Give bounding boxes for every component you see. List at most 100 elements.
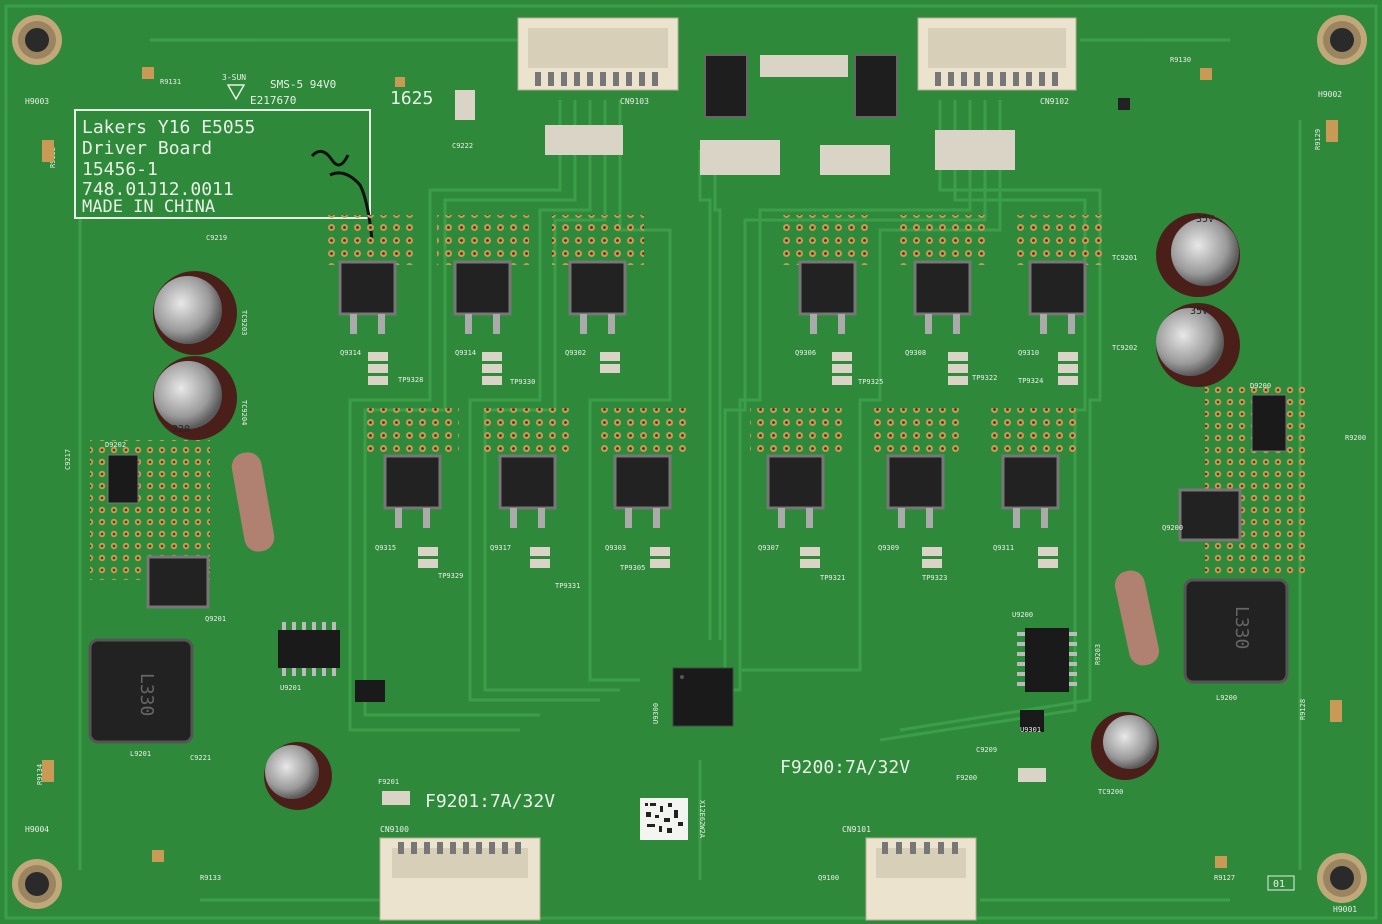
mosfet-cell: Q9306 — [782, 215, 874, 357]
mosfet-label: Q9317 — [490, 544, 511, 552]
mosfet-label: Q9310 — [1018, 349, 1039, 357]
via-grids — [90, 385, 1305, 580]
ics: D9202 D9200 Q9201 Q9200 U9201 U9200 U930… — [105, 382, 1287, 732]
barcode-text: X12E62W2A — [698, 800, 706, 839]
mosfet-label: Q9307 — [758, 544, 779, 552]
silk-label: R9127 — [1214, 874, 1235, 882]
mosfet-cell: Q9302 — [552, 215, 644, 357]
copper-pads — [42, 67, 1342, 868]
inductor-l9201: L330 L9201 — [88, 638, 194, 758]
mosfet-label: Q9303 — [605, 544, 626, 552]
mounting-holes: H9003 H9002 H9004 H9001 — [12, 15, 1367, 914]
cap-label: C9221 — [190, 754, 211, 762]
board-outline — [4, 4, 1378, 920]
connector-cn9101: CN9101 — [842, 825, 977, 921]
fuse-rating: F9201:7A/32V — [425, 791, 555, 812]
capacitor-tc9202: 35V TC9202 — [1112, 303, 1240, 387]
mosfet-cell: Q9308 — [897, 215, 989, 357]
silk-label-box: 01 — [1273, 879, 1285, 890]
silk-label: R9131 — [160, 78, 181, 86]
inductor-l9200: L330 L9200 — [1183, 578, 1289, 702]
mosfet-cell: Q9309 — [870, 408, 962, 552]
tp-label: TP9305 — [620, 564, 645, 572]
inductor-label: L9200 — [1216, 694, 1237, 702]
board-label-box: Lakers Y16 E5055 Driver Board 15456-1 74… — [74, 109, 371, 219]
mosfet-cell: Q9311 — [985, 408, 1077, 552]
label-line-number: 15456-1 — [82, 159, 158, 180]
ic-label: Q9200 — [1162, 524, 1183, 532]
tp-label: TP9324 — [1018, 377, 1043, 385]
tp-label: TP9323 — [922, 574, 947, 582]
maker-mark: 3-SUN — [222, 73, 246, 82]
silk-label: R9133 — [200, 874, 221, 882]
ic-label: U9201 — [280, 684, 301, 692]
cap-label: TC9202 — [1112, 344, 1137, 352]
hole-label: H9001 — [1333, 905, 1357, 914]
mosfet-cell: Q9315 — [367, 408, 459, 552]
silk-label: C9222 — [452, 142, 473, 150]
hole-label: H9004 — [25, 825, 49, 834]
connector-cn9103: CN9103 — [517, 17, 679, 106]
mosfet-array-bottom: Q9315 Q9317 Q9303 Q9307 Q9309 — [367, 408, 1077, 552]
inductor-label: L9201 — [130, 750, 151, 758]
smd-resistor-pads — [368, 352, 1078, 568]
mosfet-cell: Q9310 — [1012, 215, 1104, 357]
cap-marking: 220 — [172, 424, 190, 435]
ic-label: Q9201 — [205, 615, 226, 623]
ic-label: U9200 — [1012, 611, 1033, 619]
connector-cn9100: CN9100 — [379, 825, 541, 921]
mosfet-cell: Q9317 — [482, 408, 574, 552]
tp-label: TP9328 — [398, 376, 423, 384]
cap-label: TC9201 — [1112, 254, 1137, 262]
mounting-hole-top-right: H9002 — [1317, 15, 1367, 99]
silk-label: R9200 — [1345, 434, 1366, 442]
silk-label: C9209 — [976, 746, 997, 754]
mounting-hole-bottom-right: H9001 — [1317, 853, 1367, 914]
mosfet-cell: Q9307 — [750, 408, 842, 552]
connector-label: CN9103 — [620, 97, 649, 106]
power-resistors — [231, 452, 1160, 666]
barcode-sticker: X12E62W2A — [640, 798, 706, 840]
label-line-part: 748.01J12.0011 — [82, 179, 234, 200]
cap-marking: 35V — [1190, 306, 1208, 317]
connector-cn9102: CN9102 — [917, 17, 1077, 106]
mosfet-label: Q9311 — [993, 544, 1014, 552]
label-line-origin: MADE IN CHINA — [82, 197, 215, 217]
mosfet-label: Q9306 — [795, 349, 816, 357]
inductor-marking: L330 — [136, 673, 157, 716]
tp-label: TP9321 — [820, 574, 845, 582]
cap-label: TC9203 — [240, 310, 248, 335]
tp-label: TP9329 — [438, 572, 463, 580]
connector-label: CN9101 — [842, 825, 871, 834]
label-line-model: Lakers Y16 E5055 — [82, 117, 255, 138]
mosfet-label: Q9302 — [565, 349, 586, 357]
mosfet-cell: Q9314 — [437, 215, 529, 357]
silk-label: U9301 — [1020, 726, 1041, 734]
capacitor-tc9201: 35V TC9201 — [1112, 213, 1240, 297]
ul-mark: SMS-5 94V0 — [270, 78, 336, 91]
mounting-hole-bottom-left: H9004 — [12, 825, 62, 909]
capacitor-bottom-left: C9221 — [190, 742, 332, 810]
silk-label: R9130 — [1170, 56, 1191, 64]
certification-marks: 3-SUN SMS-5 94V0 E217670 1625 — [222, 73, 433, 109]
top-small-transistors — [455, 54, 1130, 175]
cap-label: TC9200 — [1098, 788, 1123, 796]
mosfet-label: Q9308 — [905, 349, 926, 357]
mosfet-label: Q9315 — [375, 544, 396, 552]
ic-label: D9202 — [105, 441, 126, 449]
fuse-ref: F9200 — [956, 774, 977, 782]
fuse-f9200: F9200 F9200:7A/32V — [780, 757, 1046, 782]
silkscreen-labels: R9131 R9130 R9132 R9129 R9134 R9133 R912… — [36, 56, 1366, 891]
fuse-f9201: F9201 F9201:7A/32V — [378, 778, 555, 812]
ul-code: E217670 — [250, 94, 296, 107]
hole-label: H9002 — [1318, 90, 1342, 99]
silk-label: Q9100 — [818, 874, 839, 882]
mosfet-label: Q9314 — [455, 349, 476, 357]
silk-label: C9219 — [206, 234, 227, 242]
inductor-marking: L330 — [1231, 606, 1252, 649]
hole-label: H9003 — [25, 97, 49, 106]
mosfet-cell: Q9303 — [597, 408, 689, 552]
tp-label: TP9331 — [555, 582, 580, 590]
mounting-hole-top-left: H9003 — [12, 15, 62, 106]
